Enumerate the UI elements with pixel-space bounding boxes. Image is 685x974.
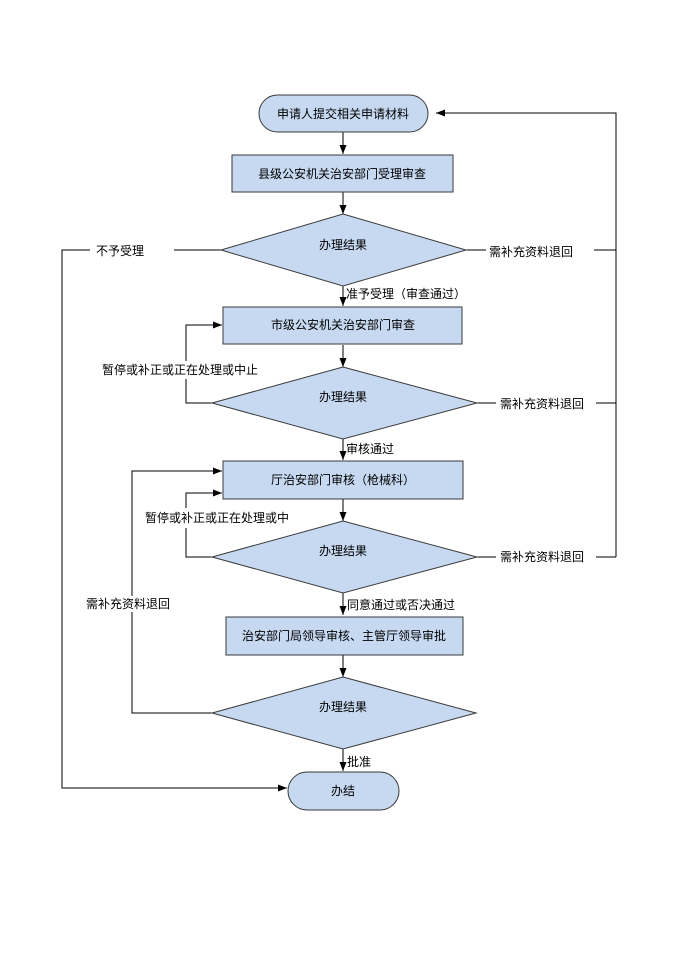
dept-review-label: 厅治安部门审核（枪械科） (271, 472, 415, 487)
agree-veto-edge-label: 同意通过或否决通过 (347, 597, 455, 612)
supplement-edge-label-1: 需补充资料退回 (489, 244, 573, 259)
reject-edge-label: 不予受理 (96, 244, 144, 258)
decision4-diamond (210, 676, 478, 750)
start-label: 申请人提交相关申请材料 (277, 106, 409, 121)
county-review-label: 县级公安机关治安部门受理审查 (258, 166, 426, 181)
supplement-edge-label-2: 需补充资料退回 (500, 396, 584, 411)
decision1-diamond (219, 213, 468, 287)
review-pass-edge-label: 审核通过 (346, 441, 394, 456)
end-terminator (287, 771, 400, 811)
decision2-diamond (210, 366, 479, 440)
suspend-edge-label-1: 暂停或补正或正在处理或中止 (102, 362, 258, 377)
suspend-edge-label-2: 暂停或补正或正在处理或中 (145, 510, 289, 525)
dept-review-box (222, 460, 464, 500)
supplement-return-line (436, 109, 617, 557)
county-review-box (231, 154, 454, 193)
suspend-loop-1-top (185, 321, 222, 361)
decision4-label: 办理结果 (319, 699, 367, 714)
accept-edge-label: 准予受理（审查通过） (346, 286, 466, 301)
reject-line-loop (61, 249, 287, 792)
end-label: 办结 (331, 783, 355, 798)
city-review-label: 市级公安机关治安部门审查 (271, 317, 415, 332)
start-terminator (258, 94, 429, 133)
city-review-box (222, 306, 463, 345)
approve-edge-label: 批准 (347, 754, 371, 769)
decision1-label: 办理结果 (319, 237, 367, 252)
decision3-label: 办理结果 (319, 543, 367, 558)
suspend-loop-1 (185, 379, 212, 404)
supplement-left-loop (131, 612, 212, 714)
leader-approval-label: 治安部门局领导审核、主管厅领导审批 (242, 628, 446, 643)
supplement-left-loop-top (131, 467, 222, 596)
decision2-label: 办理结果 (319, 389, 367, 404)
decision3-diamond (210, 520, 479, 594)
supplement-edge-label-4: 需补充资料退回 (86, 596, 170, 611)
leader-approval-box (225, 616, 464, 656)
suspend-loop-2 (185, 528, 212, 558)
supplement-edge-label-3: 需补充资料退回 (500, 549, 584, 564)
suspend-loop-2-top (185, 489, 222, 508)
